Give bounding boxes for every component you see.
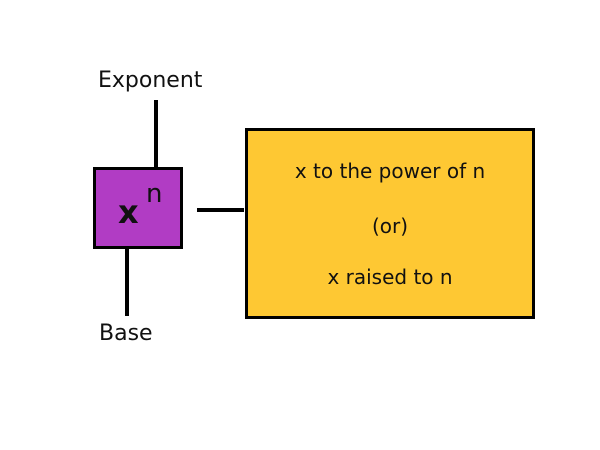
exponent-label: Exponent xyxy=(98,68,203,93)
explanation-connector xyxy=(197,208,244,212)
explanation-line-2: (or) xyxy=(371,214,409,238)
base-symbol: x xyxy=(118,193,139,231)
explanation-line-3: x raised to n xyxy=(327,265,453,289)
exponent-connector xyxy=(154,100,158,168)
power-box xyxy=(93,167,183,249)
base-label: Base xyxy=(99,321,153,346)
base-connector xyxy=(125,249,129,316)
explanation-box xyxy=(245,128,535,319)
exponent-symbol: n xyxy=(146,179,163,209)
explanation-line-1: x to the power of n xyxy=(294,159,486,183)
